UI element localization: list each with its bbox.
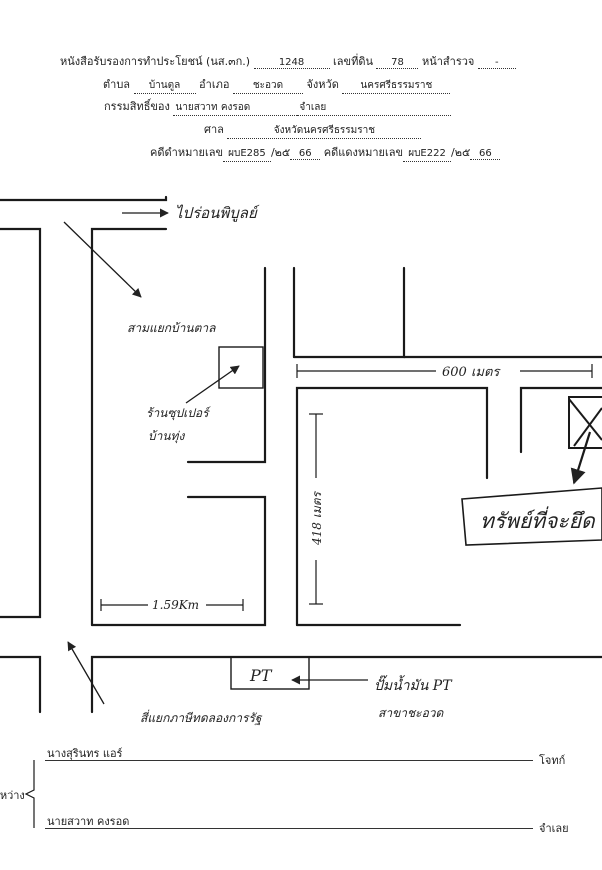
owner-name: นายสวาท คงรอด [173, 100, 298, 116]
province-value: นครศรีธรรมราช [342, 78, 451, 94]
header-line-2: ตำบล บ้านตูล อำเภอ ชะอวด จังหวัด นครศรีธ… [103, 75, 451, 94]
black-case-year: 66 [290, 148, 321, 160]
minimart-marker [218, 346, 264, 389]
red-case-label: คดีแดงหมายเลข [323, 146, 404, 159]
court-label: ศาล [204, 123, 224, 136]
target-property-marker [568, 396, 602, 449]
between-label: ระหว่าง [0, 789, 25, 802]
distance-418m-label: 418 เมตร [310, 490, 324, 546]
target-label: ทรัพย์ที่จะยึด [480, 506, 596, 533]
black-case-sep: /๒๕ [270, 146, 291, 159]
junction2-arrow [67, 641, 105, 705]
tambon-label: ตำบล [103, 78, 131, 91]
plaintiff-underline [45, 760, 533, 761]
pt-station-box [230, 656, 310, 690]
red-case-sep: /๒๕ [451, 146, 471, 159]
red-case-year: 66 [470, 148, 501, 160]
tambon-value: บ้านตูล [133, 78, 196, 94]
defendant-role: จำเลย [539, 822, 569, 835]
pt-station-box-label: PT [249, 666, 273, 685]
doc-type-label: หนังสือรับรองการทำประโยชน์ (นส.๓ก.) [60, 55, 251, 68]
doc-number: 1248 [253, 57, 330, 69]
header-line-1: หนังสือรับรองการทำประโยชน์ (นส.๓ก.) 1248… [60, 52, 516, 70]
plaintiff-role: โจทก์ [539, 754, 566, 767]
header-line-3: กรรมสิทธิ์ของ นายสวาท คงรอดจำเลย [104, 97, 452, 116]
target-label-box [461, 487, 602, 546]
party-bracket [24, 760, 35, 828]
survey-page-number: - [477, 57, 516, 69]
amphoe-label: อำเภอ [199, 78, 230, 91]
survey-page-label: หน้าสำรวจ [421, 55, 475, 68]
to-ronphibun-label: ไปร่อนพิบูลย์ [175, 204, 260, 222]
province-label: จังหวัด [306, 78, 339, 91]
dimension-600m [296, 364, 593, 378]
junction-arrow [63, 221, 142, 298]
junction2-label: สี่แยกภาษีทดลองการรัฐ [140, 709, 263, 726]
dimension-km [100, 599, 244, 611]
distance-km-label: 1.59Km [152, 598, 199, 612]
header-line-4: ศาล จังหวัดนครศรีธรรมราช [204, 120, 422, 139]
plaintiff-name: นางสุรินทร แอร์ [47, 747, 123, 760]
defendant-underline [45, 828, 533, 829]
land-number-label: เลขที่ดิน [333, 55, 373, 68]
black-case-label: คดีดำหมายเลข [150, 146, 223, 159]
land-number: 78 [376, 57, 419, 69]
black-case-number: ผบE285 [222, 146, 271, 162]
owner-label: กรรมสิทธิ์ของ [104, 100, 170, 113]
amphoe-value: ชะอวด [232, 78, 303, 94]
pt-station-label-2: สาขาชะอวด [378, 706, 445, 720]
red-case-number: ผบE222 [403, 146, 452, 162]
junction-label: สามแยกบ้านตาล [127, 321, 216, 335]
defendant-name: นายสวาท คงรอด [47, 815, 130, 828]
dimension-418m [309, 413, 323, 605]
road-outlines [0, 195, 602, 714]
minimart-label-1: ร้านซุปเปอร์ [146, 406, 212, 421]
court-name: จังหวัดนครศรีธรรมราช [227, 123, 422, 139]
distance-600m-label: 600 เมตร [442, 365, 501, 380]
owner-role: จำเลย [297, 100, 452, 116]
minimart-label-2: บ้านทุ่ง [148, 429, 185, 444]
pt-station-label-1: ปั๊มน้ำมัน PT [374, 675, 453, 694]
target-arrow [570, 431, 592, 485]
minimart-arrow [185, 365, 240, 404]
